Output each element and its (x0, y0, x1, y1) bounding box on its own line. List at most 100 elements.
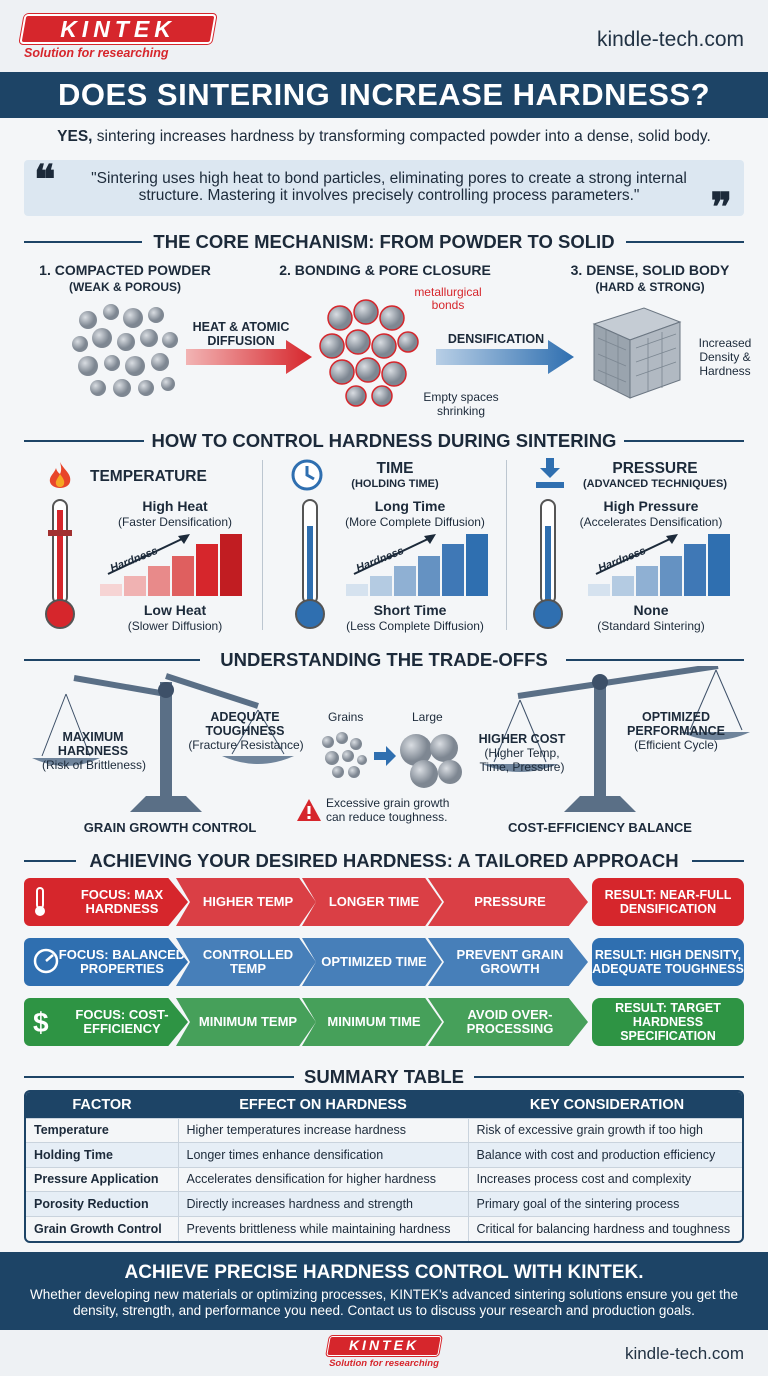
divider (24, 1076, 294, 1078)
tradeoffs-title: UNDERSTANDING THE TRADE-OFFS (220, 649, 548, 670)
mechanism-title: THE CORE MECHANISM: FROM POWDER TO SOLID (153, 231, 615, 252)
approach-step: AVOID OVER-PROCESSING (428, 998, 588, 1046)
approach-result: RESULT: TARGET HARDNESS SPECIFICATION (592, 998, 744, 1046)
site-link[interactable]: kindle-tech.com (596, 28, 744, 51)
table-cell: Porosity Reduction (26, 1191, 179, 1216)
table-header-factor: FACTOR (26, 1092, 178, 1118)
table-cell: Longer times enhance densification (178, 1142, 469, 1167)
approach-focus: FOCUS: COST-EFFICIENCY (24, 998, 188, 1046)
cta-band: ACHIEVE PRECISE HARDNESS CONTROL WITH KI… (0, 1252, 768, 1330)
summary-title: SUMMARY TABLE (304, 1066, 464, 1087)
divider (474, 1076, 744, 1078)
step-1-title: 1. COMPACTED POWDER (39, 262, 211, 278)
temperature-high-sub: (Faster Densification) (117, 515, 233, 529)
temperature-hardness-bars: Hardness (100, 534, 242, 596)
approach-step: MINIMUM TEMP (176, 998, 316, 1046)
optimized-performance-sub: (Efficient Cycle) (634, 738, 718, 752)
summary-table: FACTOR EFFECT ON HARDNESS KEY CONSIDERAT… (24, 1090, 744, 1243)
approach-result: RESULT: HIGH DENSITY, ADEQUATE TOUGHNESS (592, 938, 744, 986)
table-cell: Pressure Application (26, 1166, 179, 1192)
pressure-heading: PRESSURE (612, 460, 698, 477)
temperature-high: High Heat (142, 498, 208, 514)
dense-cube-illustration (592, 307, 682, 399)
higher-cost-sub: (Higher Temp, Time, Pressure) (479, 746, 565, 774)
approach-step: HIGHER TEMP (176, 878, 316, 926)
grain-growth-caption: GRAIN GROWTH CONTROL (83, 820, 257, 835)
max-hardness-sub: (Risk of Brittleness) (41, 758, 147, 772)
answer-text: sintering increases hardness by transfor… (92, 128, 711, 145)
optimized-performance-label: OPTIMIZED PERFORMANCE (627, 710, 725, 738)
table-cell: Increases process cost and complexity (468, 1166, 742, 1192)
table-cell: Holding Time (26, 1142, 179, 1167)
approach-step: LONGER TIME (302, 878, 442, 926)
table-cell: Accelerates densification for higher har… (178, 1166, 469, 1192)
approach-step: CONTROLLED TEMP (176, 938, 316, 986)
pressure-high-sub: (Accelerates Densification) (579, 515, 723, 529)
step-1-sub: (WEAK & POROUS) (69, 280, 181, 294)
warning-text: Excessive grain growth can reduce toughn… (326, 796, 450, 824)
approach-title: ACHIEVING YOUR DESIRED HARDNESS: A TAILO… (89, 850, 679, 871)
kintek-logo[interactable]: KINTEK Solution for researching (19, 14, 217, 70)
divider (24, 659, 200, 661)
table-cell: Risk of excessive grain growth if too hi… (468, 1117, 742, 1143)
divider (626, 241, 744, 243)
approach-step: OPTIMIZED TIME (302, 938, 442, 986)
footer: KINTEK Solution for researching kindle-t… (0, 1330, 768, 1376)
divider (24, 440, 144, 442)
column-divider (262, 460, 263, 630)
time-thermometer-icon (295, 499, 325, 629)
clock-icon (291, 459, 323, 491)
time-high: Long Time (374, 498, 446, 514)
pores-label: Empty spaces shrinking (423, 390, 499, 418)
large-grains-label: Large (412, 710, 443, 724)
adequate-toughness-sub: (Fracture Resistance) (188, 738, 304, 752)
temperature-low-sub: (Slower Diffusion) (127, 619, 223, 633)
open-quote-icon: ❝ (34, 156, 56, 203)
time-high-sub: (More Complete Diffusion) (345, 515, 485, 529)
compacted-powder-illustration (72, 304, 178, 397)
bonding-illustration (319, 299, 419, 407)
pressure-low: None (633, 602, 669, 618)
grain-growth-illustration (322, 732, 462, 788)
grain-balance-scale-icon (32, 673, 294, 812)
dollar-icon: $ (32, 1007, 52, 1042)
quote-text: "Sintering uses high heat to bond partic… (91, 170, 687, 204)
divider (624, 440, 744, 442)
table-cell: Temperature (26, 1117, 179, 1143)
divider (24, 860, 76, 862)
step-2-title: 2. BONDING & PORE CLOSURE (279, 262, 491, 278)
pressure-thermometer-icon (533, 499, 563, 629)
cost-efficiency-caption: COST-EFFICIENCY BALANCE (508, 820, 692, 835)
bonds-label: metallurgical bonds (414, 285, 482, 312)
answer-line: YES, sintering increases hardness by tra… (0, 128, 768, 146)
logo-tagline: Solution for researching (24, 46, 169, 60)
pressure-high: High Pressure (603, 498, 699, 514)
approach-result: RESULT: NEAR-FULL DENSIFICATION (592, 878, 744, 926)
divider (566, 659, 744, 661)
arrow-1-label: HEAT & ATOMIC DIFFUSION (192, 320, 290, 348)
heat-arrow-icon (186, 340, 312, 374)
table-header-row: FACTOR EFFECT ON HARDNESS KEY CONSIDERAT… (26, 1092, 742, 1118)
table-cell: Prevents brittleness while maintaining h… (178, 1215, 469, 1241)
time-low: Short Time (373, 602, 447, 618)
densification-arrow-icon (436, 340, 574, 374)
cost-balance-scale-icon (482, 666, 750, 812)
time-sub: (HOLDING TIME) (351, 478, 439, 490)
temperature-thermometer-icon (45, 499, 75, 629)
max-hardness-label: MAXIMUM HARDNESS (57, 730, 129, 758)
footer-site-link[interactable]: kindle-tech.com (624, 1344, 744, 1363)
time-low-sub: (Less Complete Diffusion) (346, 619, 484, 633)
cta-title: ACHIEVE PRECISE HARDNESS CONTROL WITH KI… (124, 1262, 644, 1283)
higher-cost-label: HIGHER COST (478, 732, 566, 746)
pressure-sub: (ADVANCED TECHNIQUES) (582, 478, 728, 490)
approach-focus: FOCUS: MAX HARDNESS (24, 878, 188, 926)
result-label: Increased Density & Hardness (698, 336, 752, 378)
footer-logo-text[interactable]: KINTEK (348, 1337, 420, 1353)
step-3-sub: (HARD & STRONG) (595, 280, 705, 294)
temperature-low: Low Heat (143, 602, 207, 618)
